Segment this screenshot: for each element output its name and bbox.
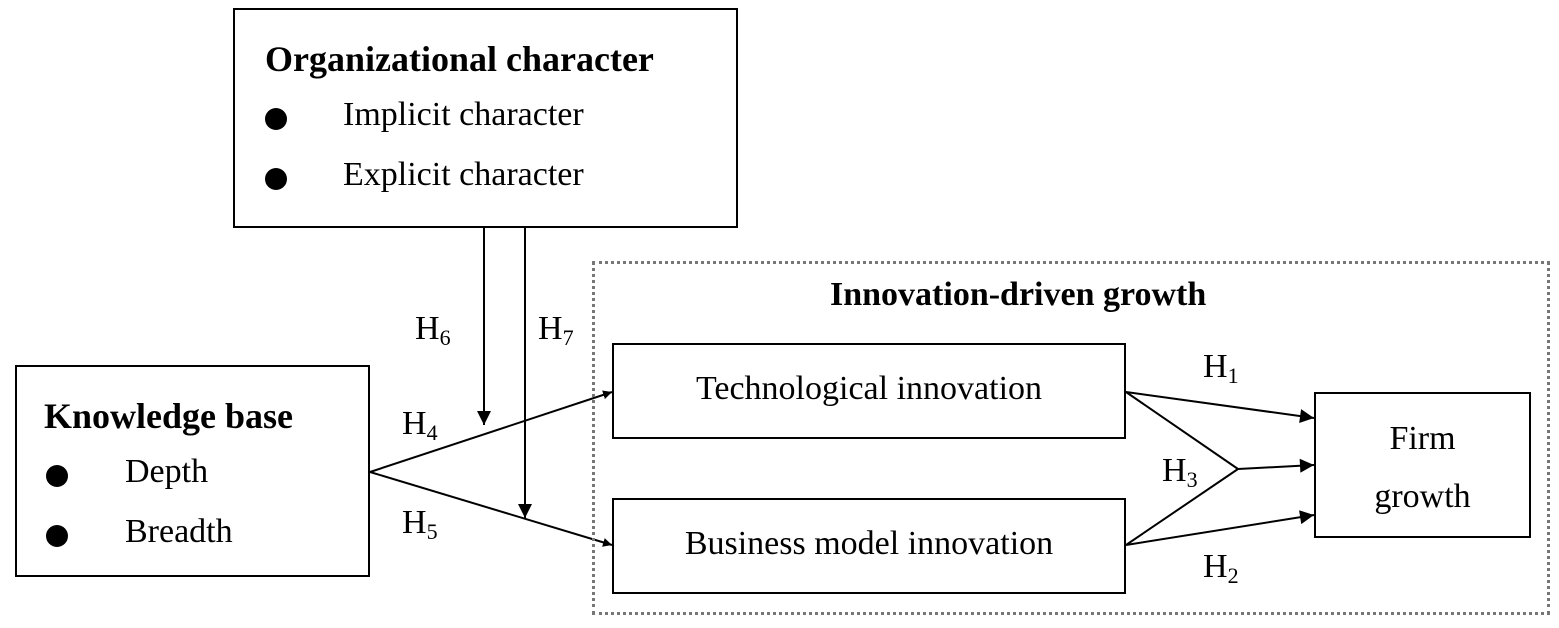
- knowledge-item-breadth: Breadth: [125, 513, 233, 550]
- bullet-icon: [46, 465, 68, 487]
- technological-innovation-label: Technological innovation: [695, 370, 1043, 407]
- hypothesis-label-h7: H7: [538, 310, 574, 350]
- org-item-explicit: Explicit character: [343, 156, 584, 193]
- h3-branch-top: [1125, 391, 1239, 470]
- hypothesis-label-h1: H1: [1203, 348, 1239, 388]
- hypothesis-label-h3: H3: [1162, 452, 1198, 492]
- hypothesis-label-h4: H4: [402, 405, 438, 445]
- organizational-character-title: Organizational character: [265, 39, 654, 79]
- firm-growth-box: Firm growth: [1314, 392, 1531, 538]
- business-model-innovation-box: Business model innovation: [612, 498, 1126, 594]
- arrow-h5: [369, 471, 613, 547]
- hypothesis-label-h2: H2: [1203, 548, 1239, 588]
- org-item-implicit: Implicit character: [343, 96, 584, 133]
- arrow-h1: [1125, 391, 1315, 424]
- bullet-icon: [46, 525, 68, 547]
- business-model-innovation-label: Business model innovation: [684, 525, 1054, 562]
- h3-branch-bottom: [1125, 468, 1239, 546]
- bullet-icon: [265, 108, 287, 130]
- innovation-group-border: [592, 261, 1550, 615]
- bullet-icon: [265, 168, 287, 190]
- knowledge-base-title: Knowledge base: [44, 396, 294, 436]
- organizational-character-box: Organizational character Implicit charac…: [233, 8, 738, 228]
- technological-innovation-box: Technological innovation: [612, 343, 1126, 439]
- firm-growth-label-line1: Firm: [1389, 420, 1456, 457]
- innovation-group-title: Innovation-driven growth: [830, 276, 1207, 313]
- hypothesis-label-h6: H6: [415, 310, 451, 350]
- arrow-h4: [369, 390, 613, 473]
- arrow-h2: [1125, 510, 1315, 546]
- knowledge-base-box: Knowledge base Depth Breadth: [15, 365, 370, 577]
- hypothesis-label-h5: H5: [402, 504, 438, 544]
- knowledge-item-depth: Depth: [125, 453, 209, 490]
- arrow-h3: [1237, 458, 1315, 473]
- firm-growth-label-line2: growth: [1374, 478, 1471, 515]
